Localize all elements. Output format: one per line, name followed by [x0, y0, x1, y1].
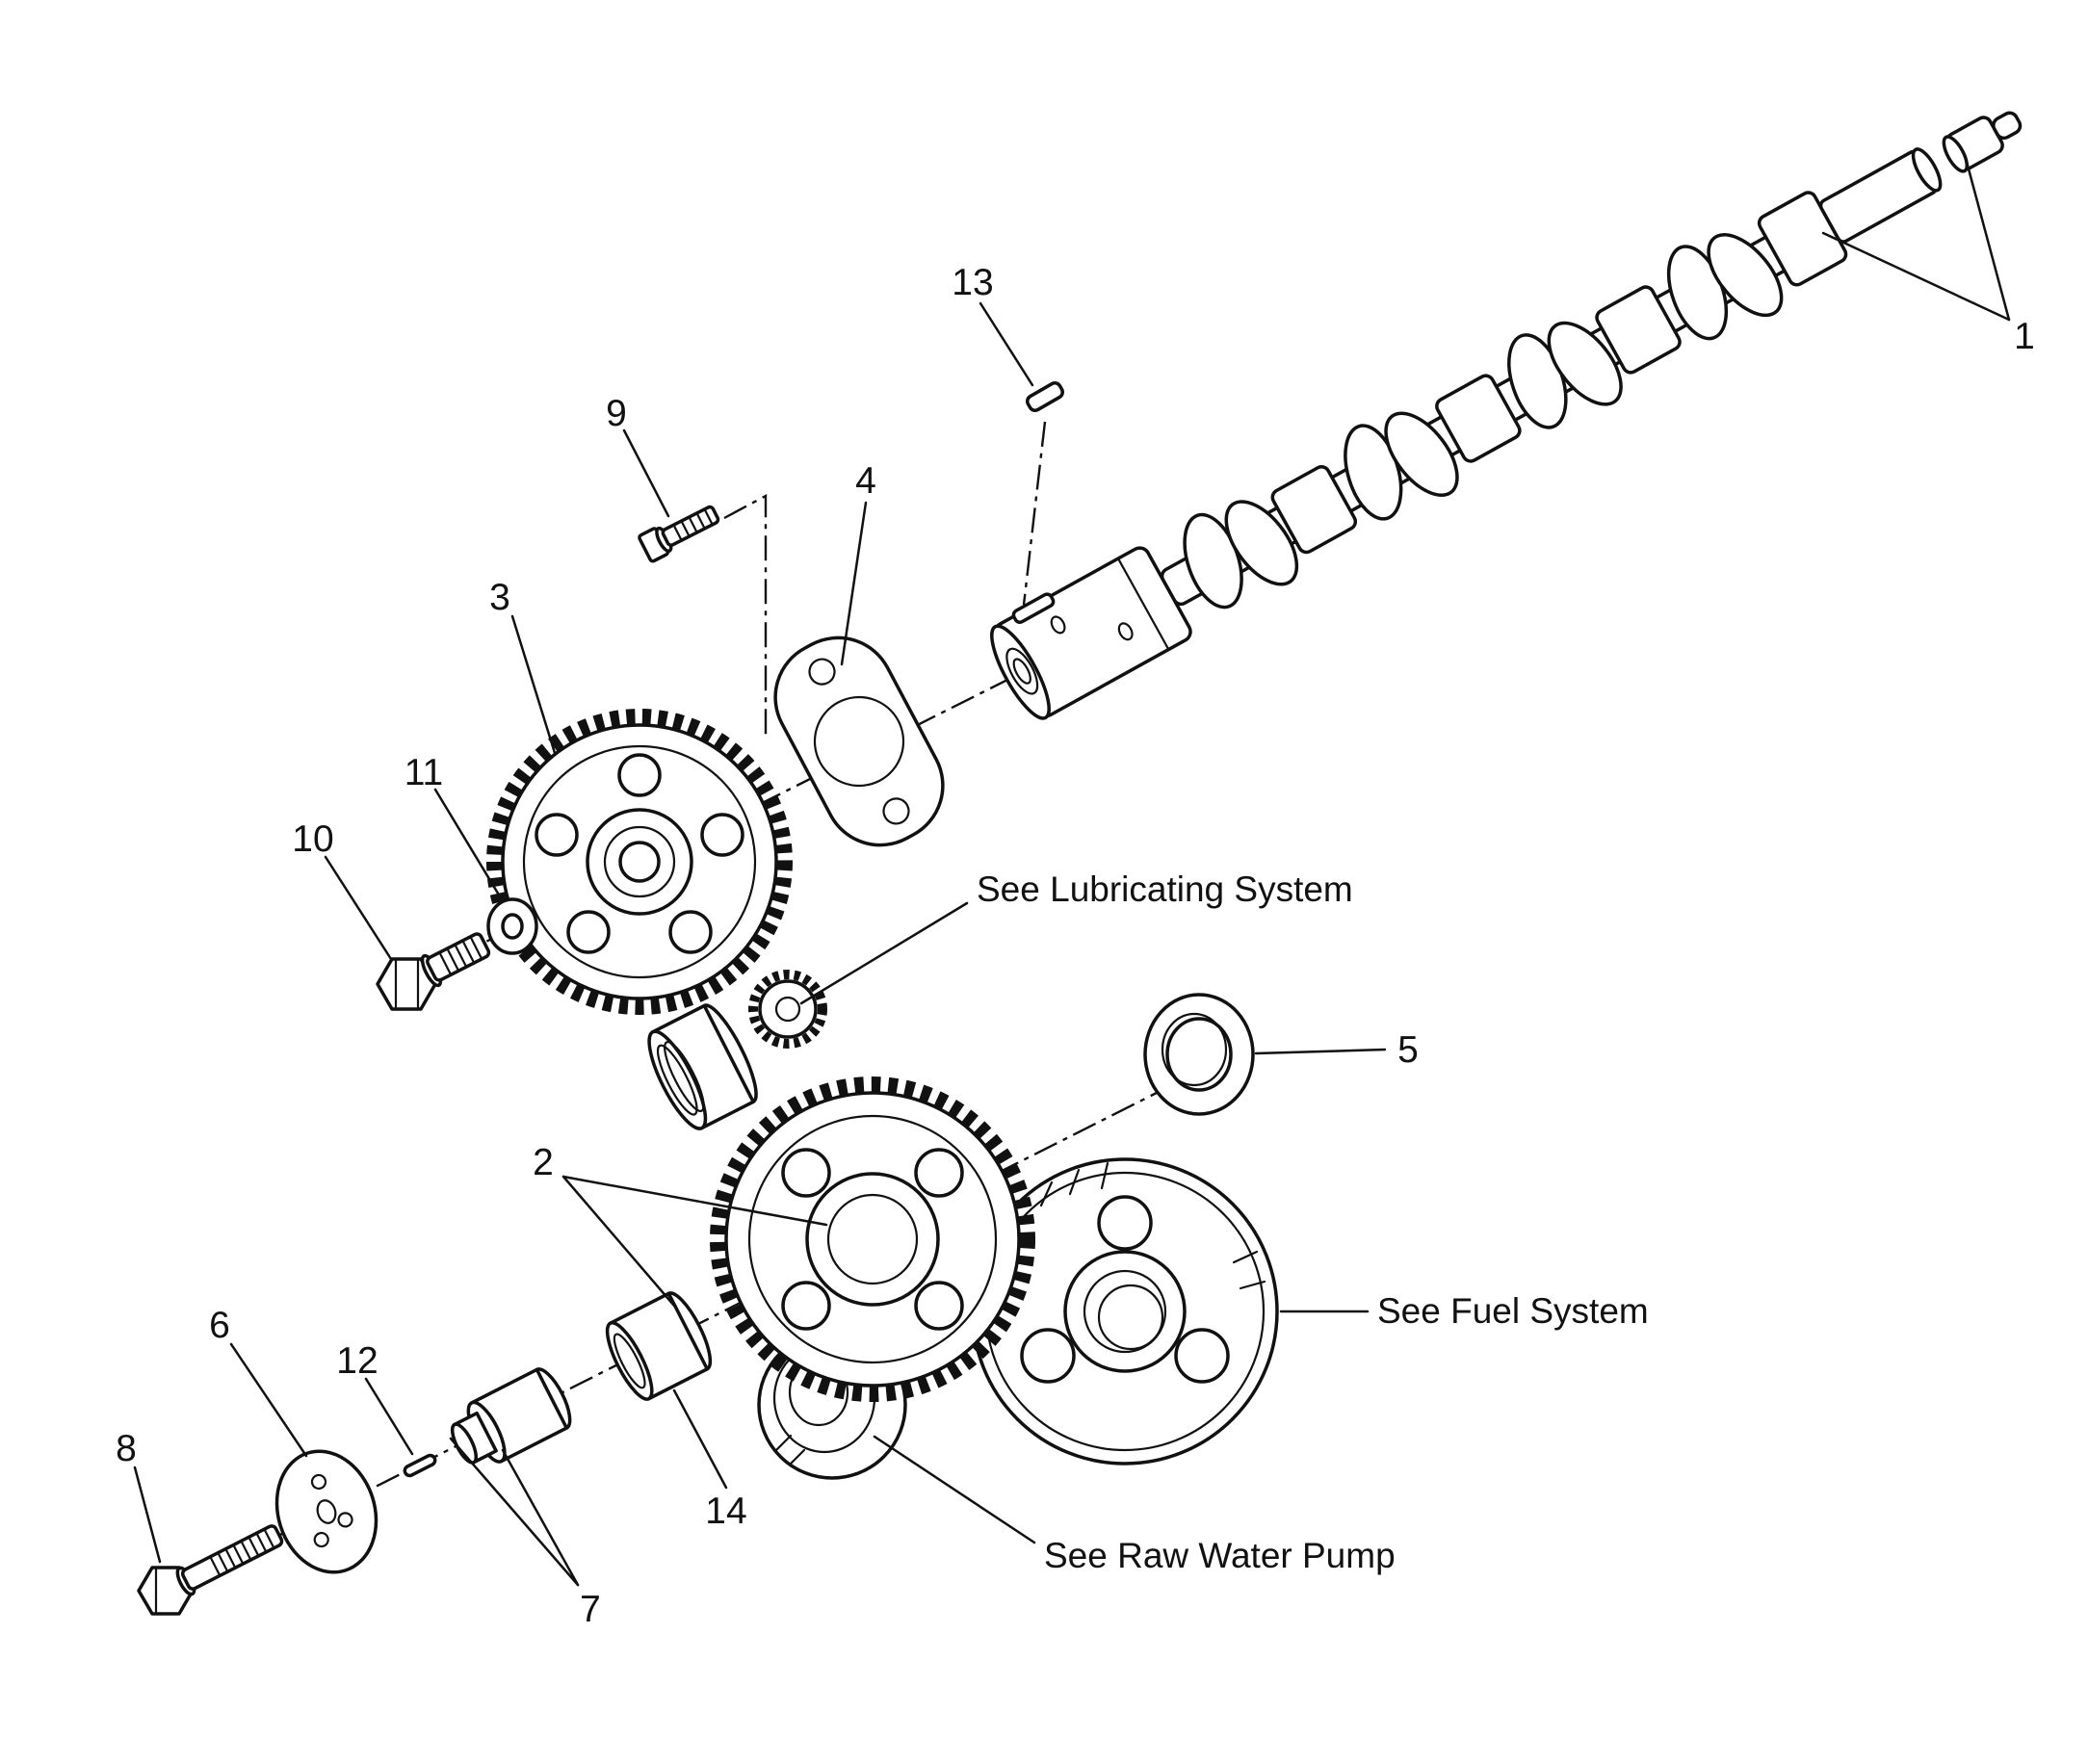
leader-lubricating [799, 901, 969, 1005]
leader-lines [133, 160, 2011, 1587]
callout-labels: 1 2 3 4 5 6 7 8 9 10 11 12 13 14 [116, 262, 2035, 1630]
callout-13: 13 [952, 262, 993, 303]
callout-8: 8 [116, 1428, 137, 1469]
leader-13 [979, 301, 1034, 387]
annotation-fuel: See Fuel System [1377, 1291, 1649, 1331]
callout-2: 2 [533, 1142, 554, 1183]
small-bolt [638, 505, 720, 563]
leader-14 [672, 1388, 728, 1490]
long-bolt [137, 1524, 284, 1616]
callout-10: 10 [292, 818, 333, 860]
callout-9: 9 [606, 393, 627, 434]
fuel-pump-gear [971, 1157, 1279, 1466]
callout-6: 6 [209, 1305, 230, 1346]
leader-10 [324, 855, 393, 961]
camshaft-end-plug [1942, 111, 2023, 173]
thrust-washer [1143, 993, 1255, 1116]
leader-5 [1254, 1048, 1387, 1055]
callout-11: 11 [405, 752, 444, 793]
washer [486, 897, 538, 955]
leader-8 [133, 1466, 162, 1564]
leader-1b [1821, 231, 2011, 322]
bearing-hub [647, 1003, 758, 1130]
leader-12 [364, 1377, 414, 1456]
callout-12: 12 [336, 1340, 378, 1382]
leader-4 [840, 501, 868, 666]
camshaft-gear [486, 709, 793, 1015]
leader-2a [561, 1175, 676, 1308]
leader-1a [1965, 160, 2011, 322]
camshaft [990, 111, 2023, 720]
upper-gear-axis-line [408, 670, 1024, 982]
leader-7b [449, 1437, 580, 1587]
leader-11 [433, 788, 505, 903]
callout-1: 1 [2014, 316, 2035, 357]
leader-3 [510, 614, 557, 755]
leader-2b [561, 1175, 828, 1227]
lube-drive-gear [748, 970, 827, 1049]
gear-bolt [376, 932, 491, 1011]
stepped-cylinder [450, 1367, 572, 1465]
camshaft-keyway [1011, 592, 1056, 624]
pin [403, 1453, 437, 1478]
key-alignment-line [1022, 421, 1047, 606]
thrust-plate [773, 636, 945, 847]
callout-14: 14 [705, 1491, 746, 1532]
annotation-labels: See Lubricating System See Fuel System S… [977, 869, 1649, 1575]
leader-7a [501, 1448, 580, 1587]
leader-raw-water [873, 1435, 1036, 1544]
callout-4: 4 [855, 460, 876, 502]
callout-5: 5 [1397, 1029, 1419, 1071]
leader-9 [622, 428, 670, 518]
idler-gear [710, 1077, 1035, 1402]
annotation-lubricating: See Lubricating System [977, 869, 1353, 909]
bolt9-alignment-line [723, 493, 768, 739]
annotation-raw-water: See Raw Water Pump [1044, 1536, 1396, 1575]
callout-3: 3 [489, 577, 510, 618]
leader-6 [229, 1342, 308, 1458]
end-plate [274, 1449, 378, 1574]
callout-7: 7 [580, 1589, 601, 1630]
gear-bushing [605, 1291, 713, 1401]
key [1025, 381, 1065, 412]
